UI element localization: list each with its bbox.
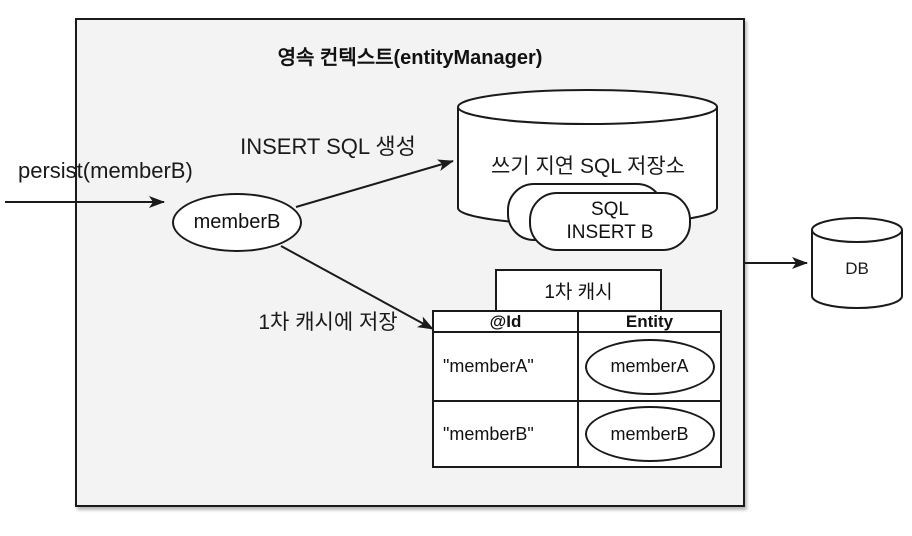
first-level-cache-table: @Id Entity "memberA" memberA "memberB" m… bbox=[432, 310, 722, 468]
first-level-cache-title-box: 1차 캐시 bbox=[495, 269, 662, 312]
save-cache-arrow bbox=[280, 245, 434, 330]
memberA-entity-ellipse: memberA bbox=[584, 338, 715, 395]
memberB-entity-ellipse: memberB bbox=[172, 193, 302, 252]
sql-card-text: SQL INSERT B bbox=[530, 193, 690, 250]
first-level-cache-title: 1차 캐시 bbox=[544, 282, 613, 303]
sql-card-line1: SQL bbox=[590, 198, 630, 220]
sql-store-title: 쓰기 지연 SQL 저장소 bbox=[491, 155, 685, 178]
insert-sql-arrow bbox=[295, 159, 454, 208]
persist-call-label: persist(memberB) bbox=[18, 158, 193, 183]
cache-row-memberB-entity-cell: memberB bbox=[579, 402, 720, 466]
cache-row-memberA-id: "memberA" bbox=[434, 333, 579, 402]
cache-row-memberB-id: "memberB" bbox=[434, 402, 579, 466]
sql-card-stack-icon bbox=[507, 183, 691, 251]
sql-card-line2: INSERT B bbox=[566, 221, 654, 243]
memberB-entity-label: memberB bbox=[193, 211, 281, 233]
db-cylinder-icon bbox=[811, 217, 903, 309]
cache-column-header-id: @Id bbox=[434, 312, 579, 333]
cache-row-memberA-entity-cell: memberA bbox=[579, 333, 720, 402]
persistence-context-title: 영속 컨텍스트(entityManager) bbox=[277, 47, 543, 69]
memberB-cached-entity-ellipse: memberB bbox=[584, 406, 715, 462]
insert-sql-label: INSERT SQL 생성 bbox=[240, 134, 416, 159]
save-cache-label: 1차 캐시에 저장 bbox=[258, 311, 398, 334]
db-label: DB bbox=[845, 259, 869, 278]
cache-column-header-entity: Entity bbox=[579, 312, 720, 333]
